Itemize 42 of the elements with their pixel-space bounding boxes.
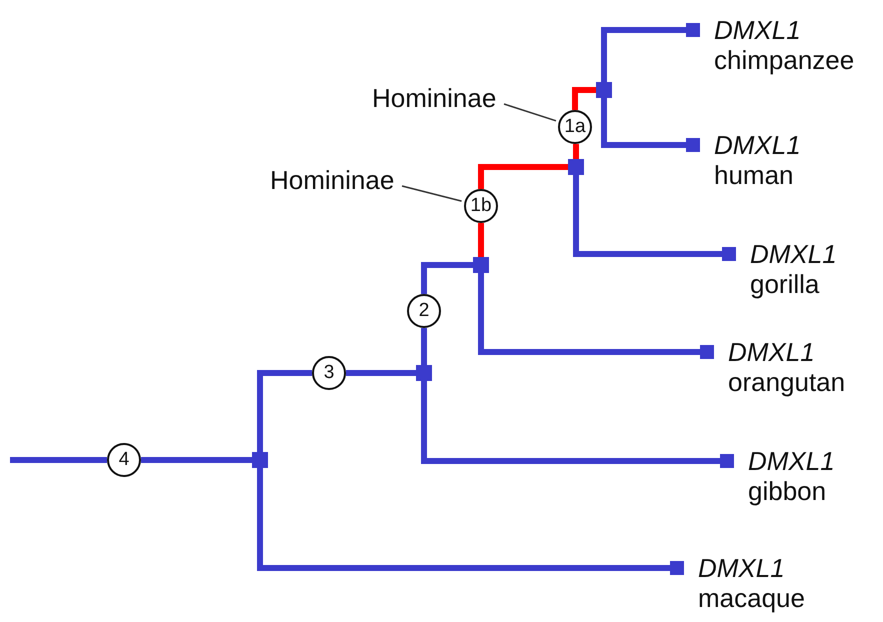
tree-branch — [421, 262, 473, 294]
species-name: macaque — [698, 583, 805, 613]
clade-label: Homininae — [270, 165, 394, 195]
junction-square — [473, 257, 489, 273]
gene-name: DMXL1 — [698, 553, 785, 583]
tree-branch — [601, 98, 686, 148]
gene-name: DMXL1 — [728, 337, 815, 367]
tree-branch — [478, 223, 484, 257]
junction-square — [252, 452, 268, 468]
tree-branch — [573, 175, 722, 257]
tree-branch — [478, 273, 700, 355]
tree-branch — [601, 27, 686, 82]
species-name: gibbon — [748, 476, 826, 506]
species-name: human — [714, 160, 794, 190]
clade-label: Homininae — [372, 83, 496, 113]
tree-branch — [421, 381, 720, 464]
leader-line — [402, 185, 462, 202]
tree-branch — [573, 144, 579, 159]
gene-name: DMXL1 — [750, 239, 837, 269]
tree-branch — [421, 328, 427, 365]
branch-number-circle: 1a — [558, 110, 592, 144]
branch-number-circle: 4 — [107, 443, 141, 477]
tree-branch — [257, 468, 670, 571]
leader-line — [504, 103, 556, 122]
gene-name: DMXL1 — [748, 446, 835, 476]
branch-number-circle: 2 — [407, 294, 441, 328]
species-name: chimpanzee — [714, 45, 854, 75]
tree-branch — [257, 370, 312, 452]
junction-square — [416, 365, 432, 381]
tree-branch — [572, 87, 596, 110]
junction-square — [596, 82, 612, 98]
tree-branch — [10, 457, 107, 463]
tree-branch — [478, 164, 568, 189]
branch-number-circle: 3 — [312, 356, 346, 390]
gene-name: DMXL1 — [714, 130, 801, 160]
tree-branch — [141, 457, 252, 463]
species-name: orangutan — [728, 367, 846, 397]
tree-branch — [346, 370, 416, 376]
species-name: gorilla — [750, 269, 820, 299]
junction-square — [568, 159, 584, 175]
branch-number-circle: 1b — [464, 189, 498, 223]
gene-name: DMXL1 — [714, 15, 801, 45]
